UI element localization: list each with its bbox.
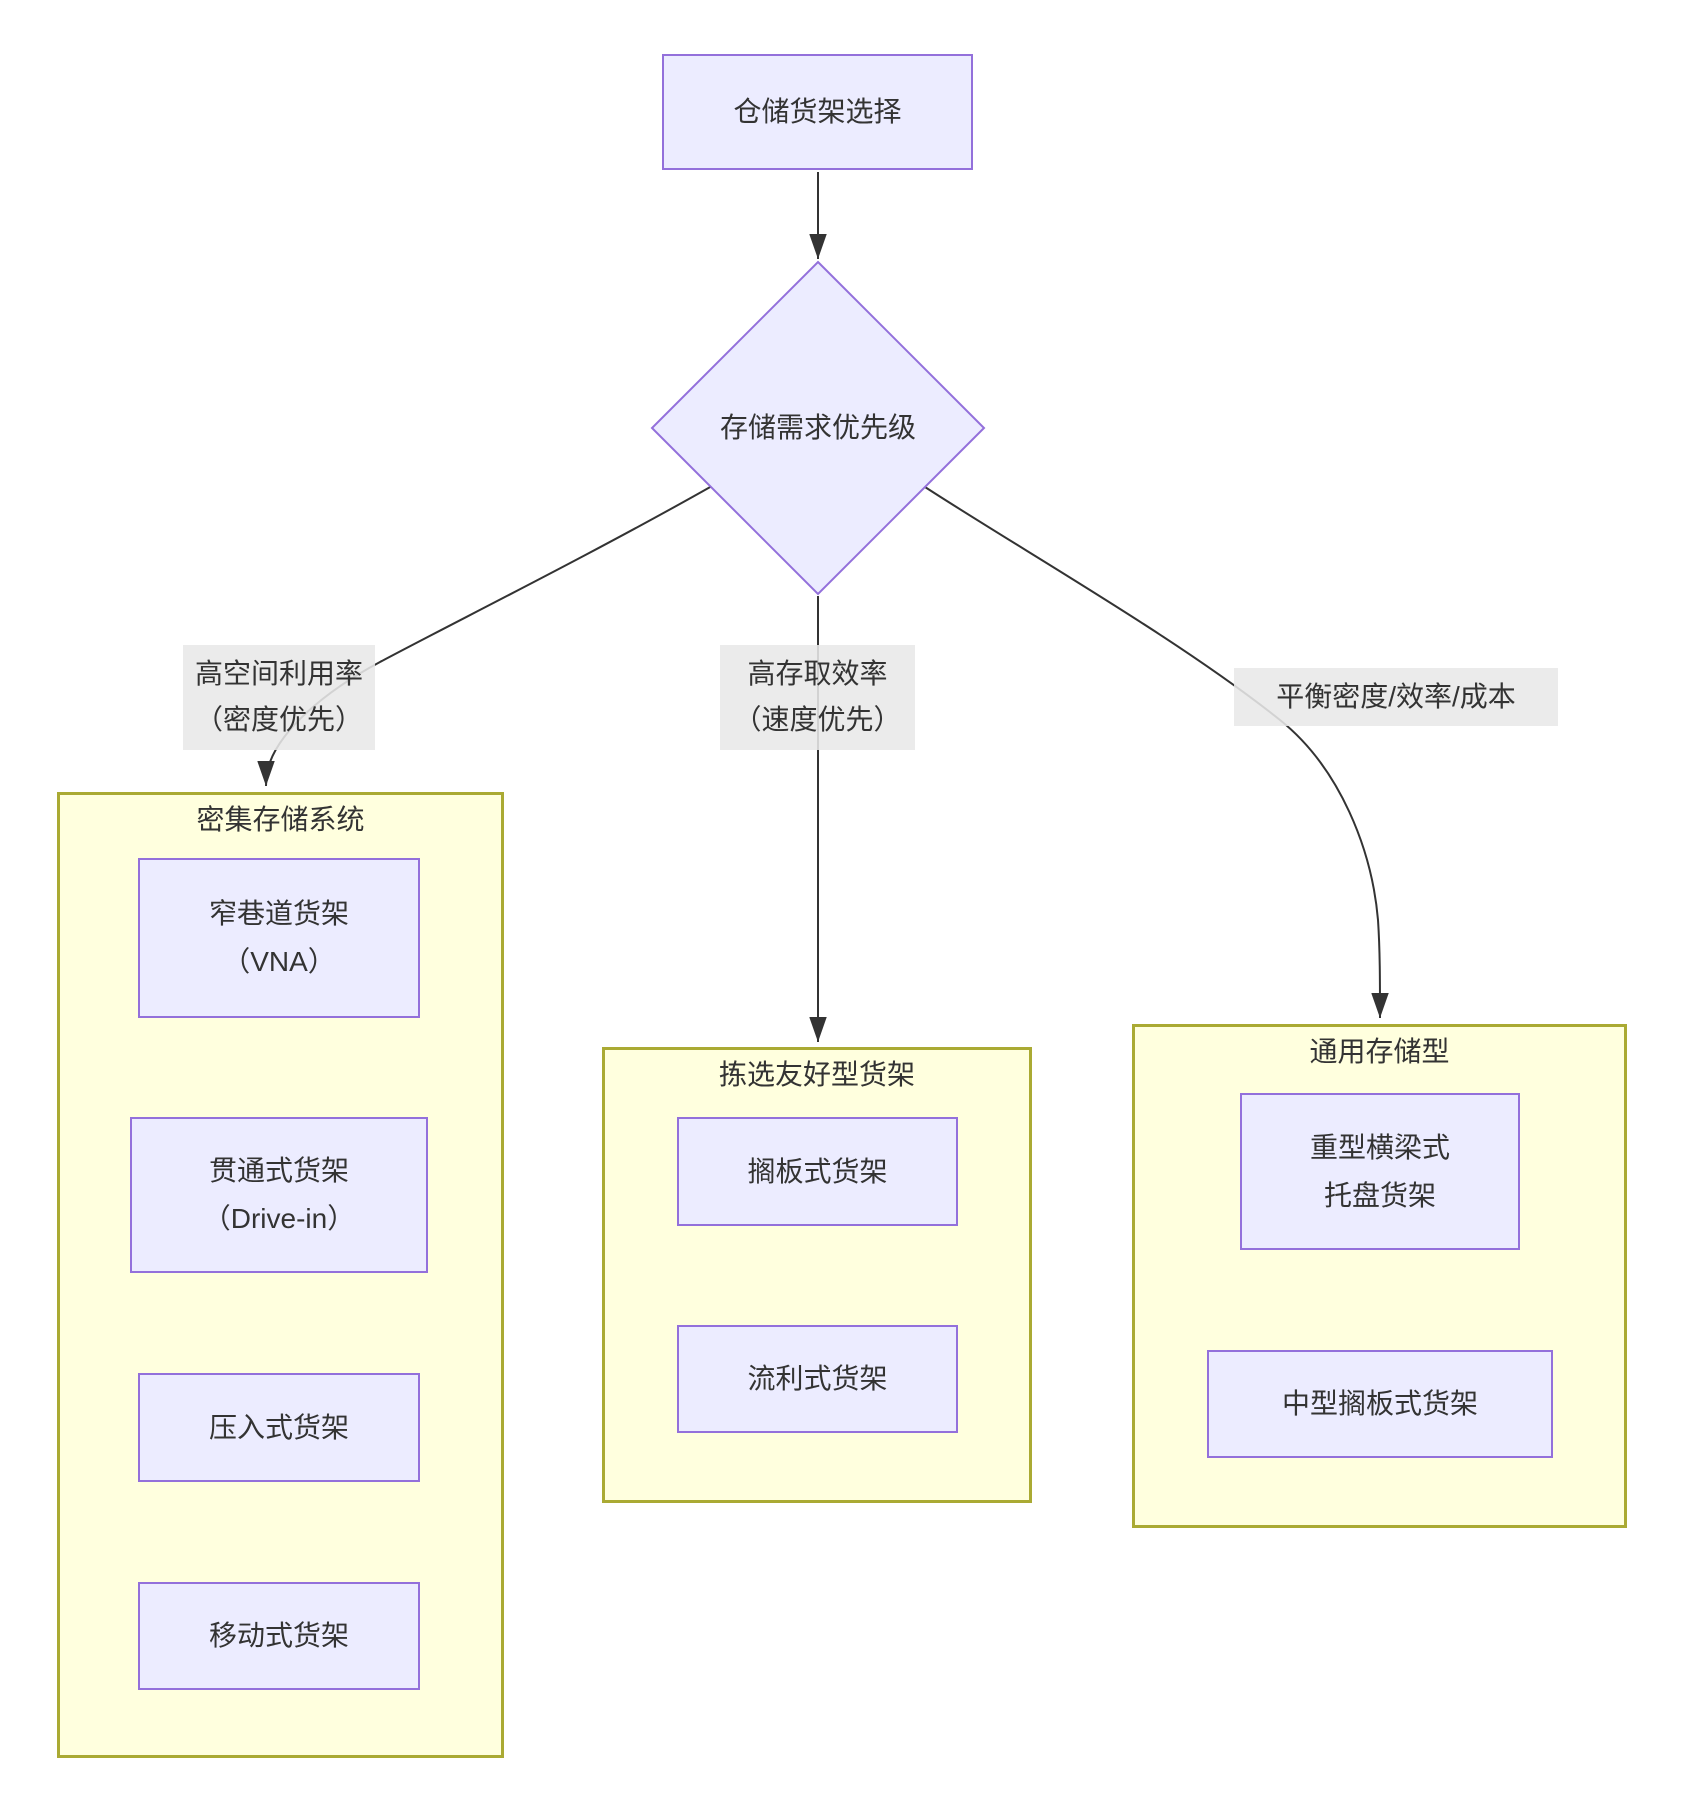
edge-label-line: 平衡密度/效率/成本	[1276, 681, 1516, 712]
group-title: 密集存储系统	[196, 804, 365, 835]
node-label: 中型搁板式货架	[1281, 1388, 1478, 1420]
decision-diamond-shape	[650, 260, 986, 596]
edge-label-line: （密度优先）	[195, 704, 364, 736]
node-label: 仓储货架选择	[733, 96, 902, 128]
node-medium-shelf-rack: 中型搁板式货架	[1207, 1350, 1553, 1458]
node-mobile-rack: 移动式货架	[138, 1582, 420, 1690]
node-warehouse-shelf-selection: 仓储货架选择	[662, 54, 973, 170]
edge-decision-to-general	[924, 486, 1389, 1019]
edge-label-line: （速度优先）	[733, 704, 902, 736]
edge-label-line: 高存取效率	[747, 658, 888, 689]
node-heavy-beam-pallet-rack: 重型横梁式 托盘货架	[1240, 1093, 1520, 1250]
node-push-back-rack: 压入式货架	[138, 1373, 420, 1482]
edge-label-line: 高空间利用率	[195, 658, 364, 689]
edge-label-density-priority: 高空间利用率 （密度优先）	[183, 645, 375, 750]
edge-label-speed-priority: 高存取效率 （速度优先）	[720, 645, 915, 750]
node-shelf-rack: 搁板式货架	[677, 1117, 958, 1226]
node-vna-rack: 窄巷道货架 （VNA）	[138, 858, 420, 1018]
node-label: 重型横梁式	[1309, 1131, 1450, 1163]
node-label: 托盘货架	[1323, 1179, 1436, 1211]
edge-label-balanced: 平衡密度/效率/成本	[1234, 668, 1558, 727]
node-label: （Drive-in）	[202, 1203, 356, 1234]
node-label: 移动式货架	[208, 1620, 349, 1652]
node-label: 流利式货架	[747, 1363, 888, 1395]
node-label: 搁板式货架	[747, 1155, 888, 1187]
node-flow-rack: 流利式货架	[677, 1325, 958, 1433]
node-label: （VNA）	[222, 946, 336, 977]
group-title: 通用存储型	[1309, 1036, 1450, 1067]
group-picking-friendly: 拣选友好型货架	[602, 1047, 1032, 1503]
group-title: 拣选友好型货架	[718, 1059, 915, 1090]
node-label: 窄巷道货架	[208, 898, 349, 930]
node-label: 贯通式货架	[208, 1155, 349, 1187]
node-drive-in-rack: 贯通式货架 （Drive-in）	[130, 1117, 428, 1273]
node-label: 压入式货架	[208, 1411, 349, 1443]
decision-label: 存储需求优先级	[719, 412, 916, 443]
